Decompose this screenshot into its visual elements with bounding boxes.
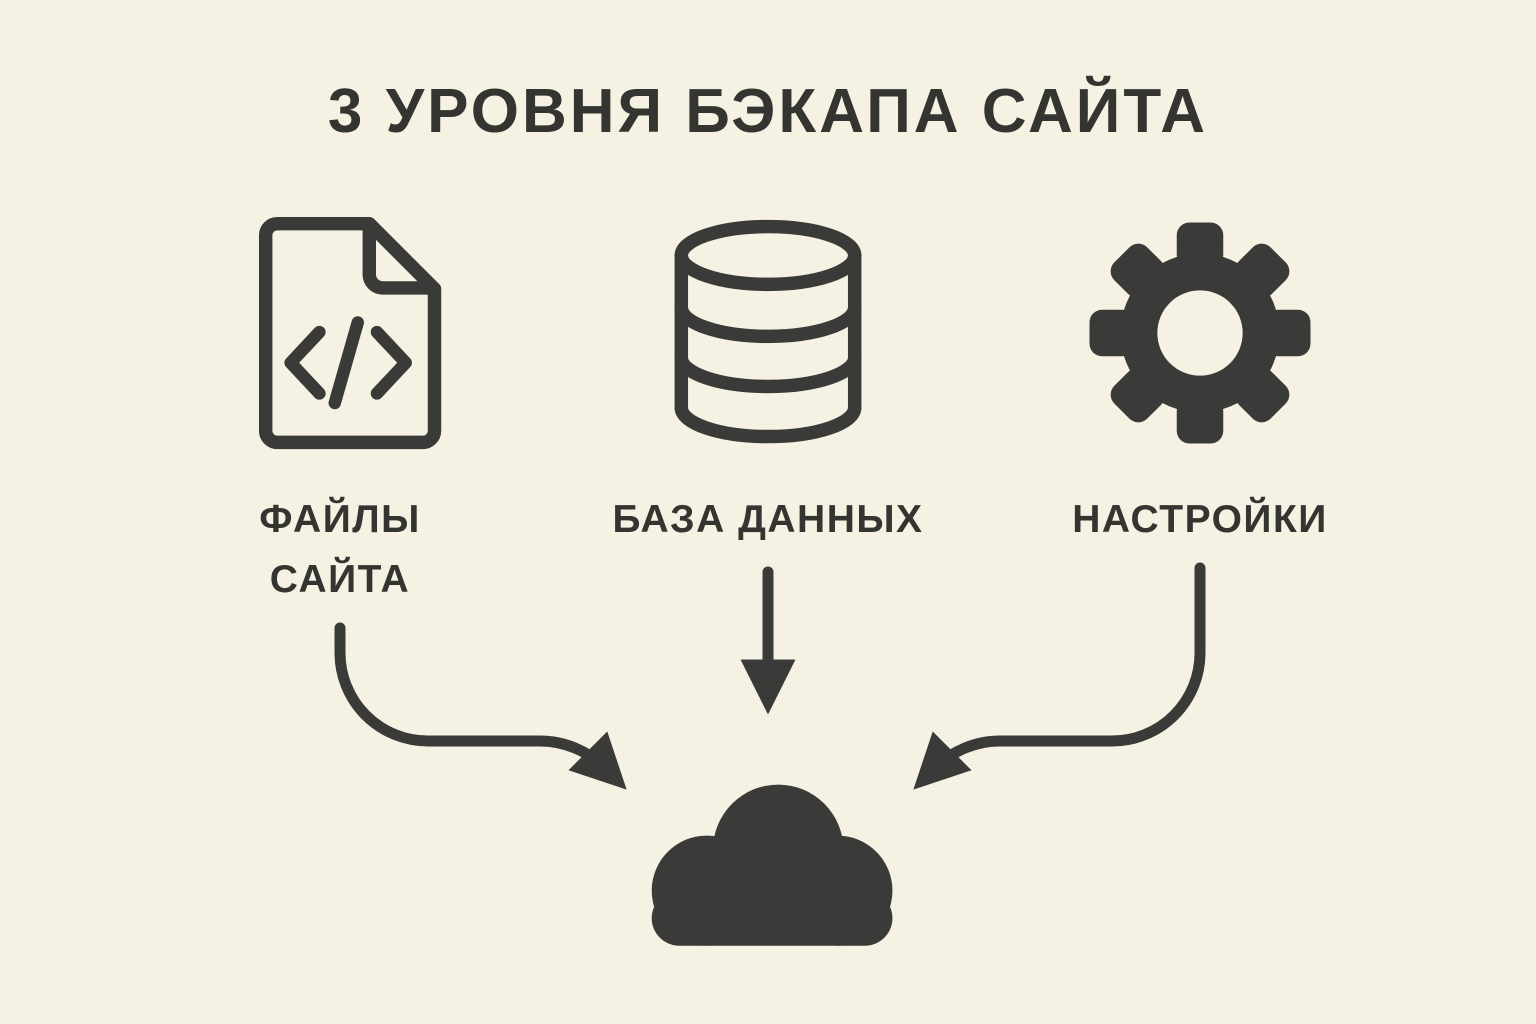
cloud-body — [651, 784, 893, 946]
database-divider-1 — [674, 300, 862, 344]
database-icon-box — [657, 206, 879, 460]
document-outline — [258, 216, 441, 449]
code-file-icon — [258, 216, 441, 449]
source-database: БАЗА ДАННЫХ — [598, 206, 938, 550]
source-label-settings: НАСТРОЙКИ — [1072, 498, 1328, 541]
gear-hole — [1157, 290, 1243, 376]
source-settings: НАСТРОЙКИ — [1030, 206, 1370, 550]
source-label-site-files: ФАЙЛЫ САЙТА — [259, 498, 421, 602]
diagram-title: 3 УРОВНЯ БЭКАПА САЙТА — [327, 77, 1209, 146]
code-right-chevron — [370, 325, 412, 400]
arrow-files-to-cloud — [334, 622, 627, 790]
cloud-icon — [651, 784, 893, 946]
gear-icon-box — [1074, 206, 1326, 460]
database-top — [674, 219, 862, 292]
arrow-settings-to-cloud — [913, 562, 1206, 790]
code-left-chevron — [283, 325, 326, 400]
source-site-files: ФАЙЛЫ САЙТА — [170, 206, 510, 611]
document-fold — [362, 218, 439, 295]
gear-icon — [1089, 222, 1311, 444]
database-icon — [674, 219, 862, 444]
code-file-icon-box — [235, 206, 446, 460]
database-bottom — [674, 400, 862, 444]
database-divider-2 — [674, 350, 862, 394]
code-slash — [328, 315, 364, 409]
source-label-database: БАЗА ДАННЫХ — [612, 498, 924, 541]
